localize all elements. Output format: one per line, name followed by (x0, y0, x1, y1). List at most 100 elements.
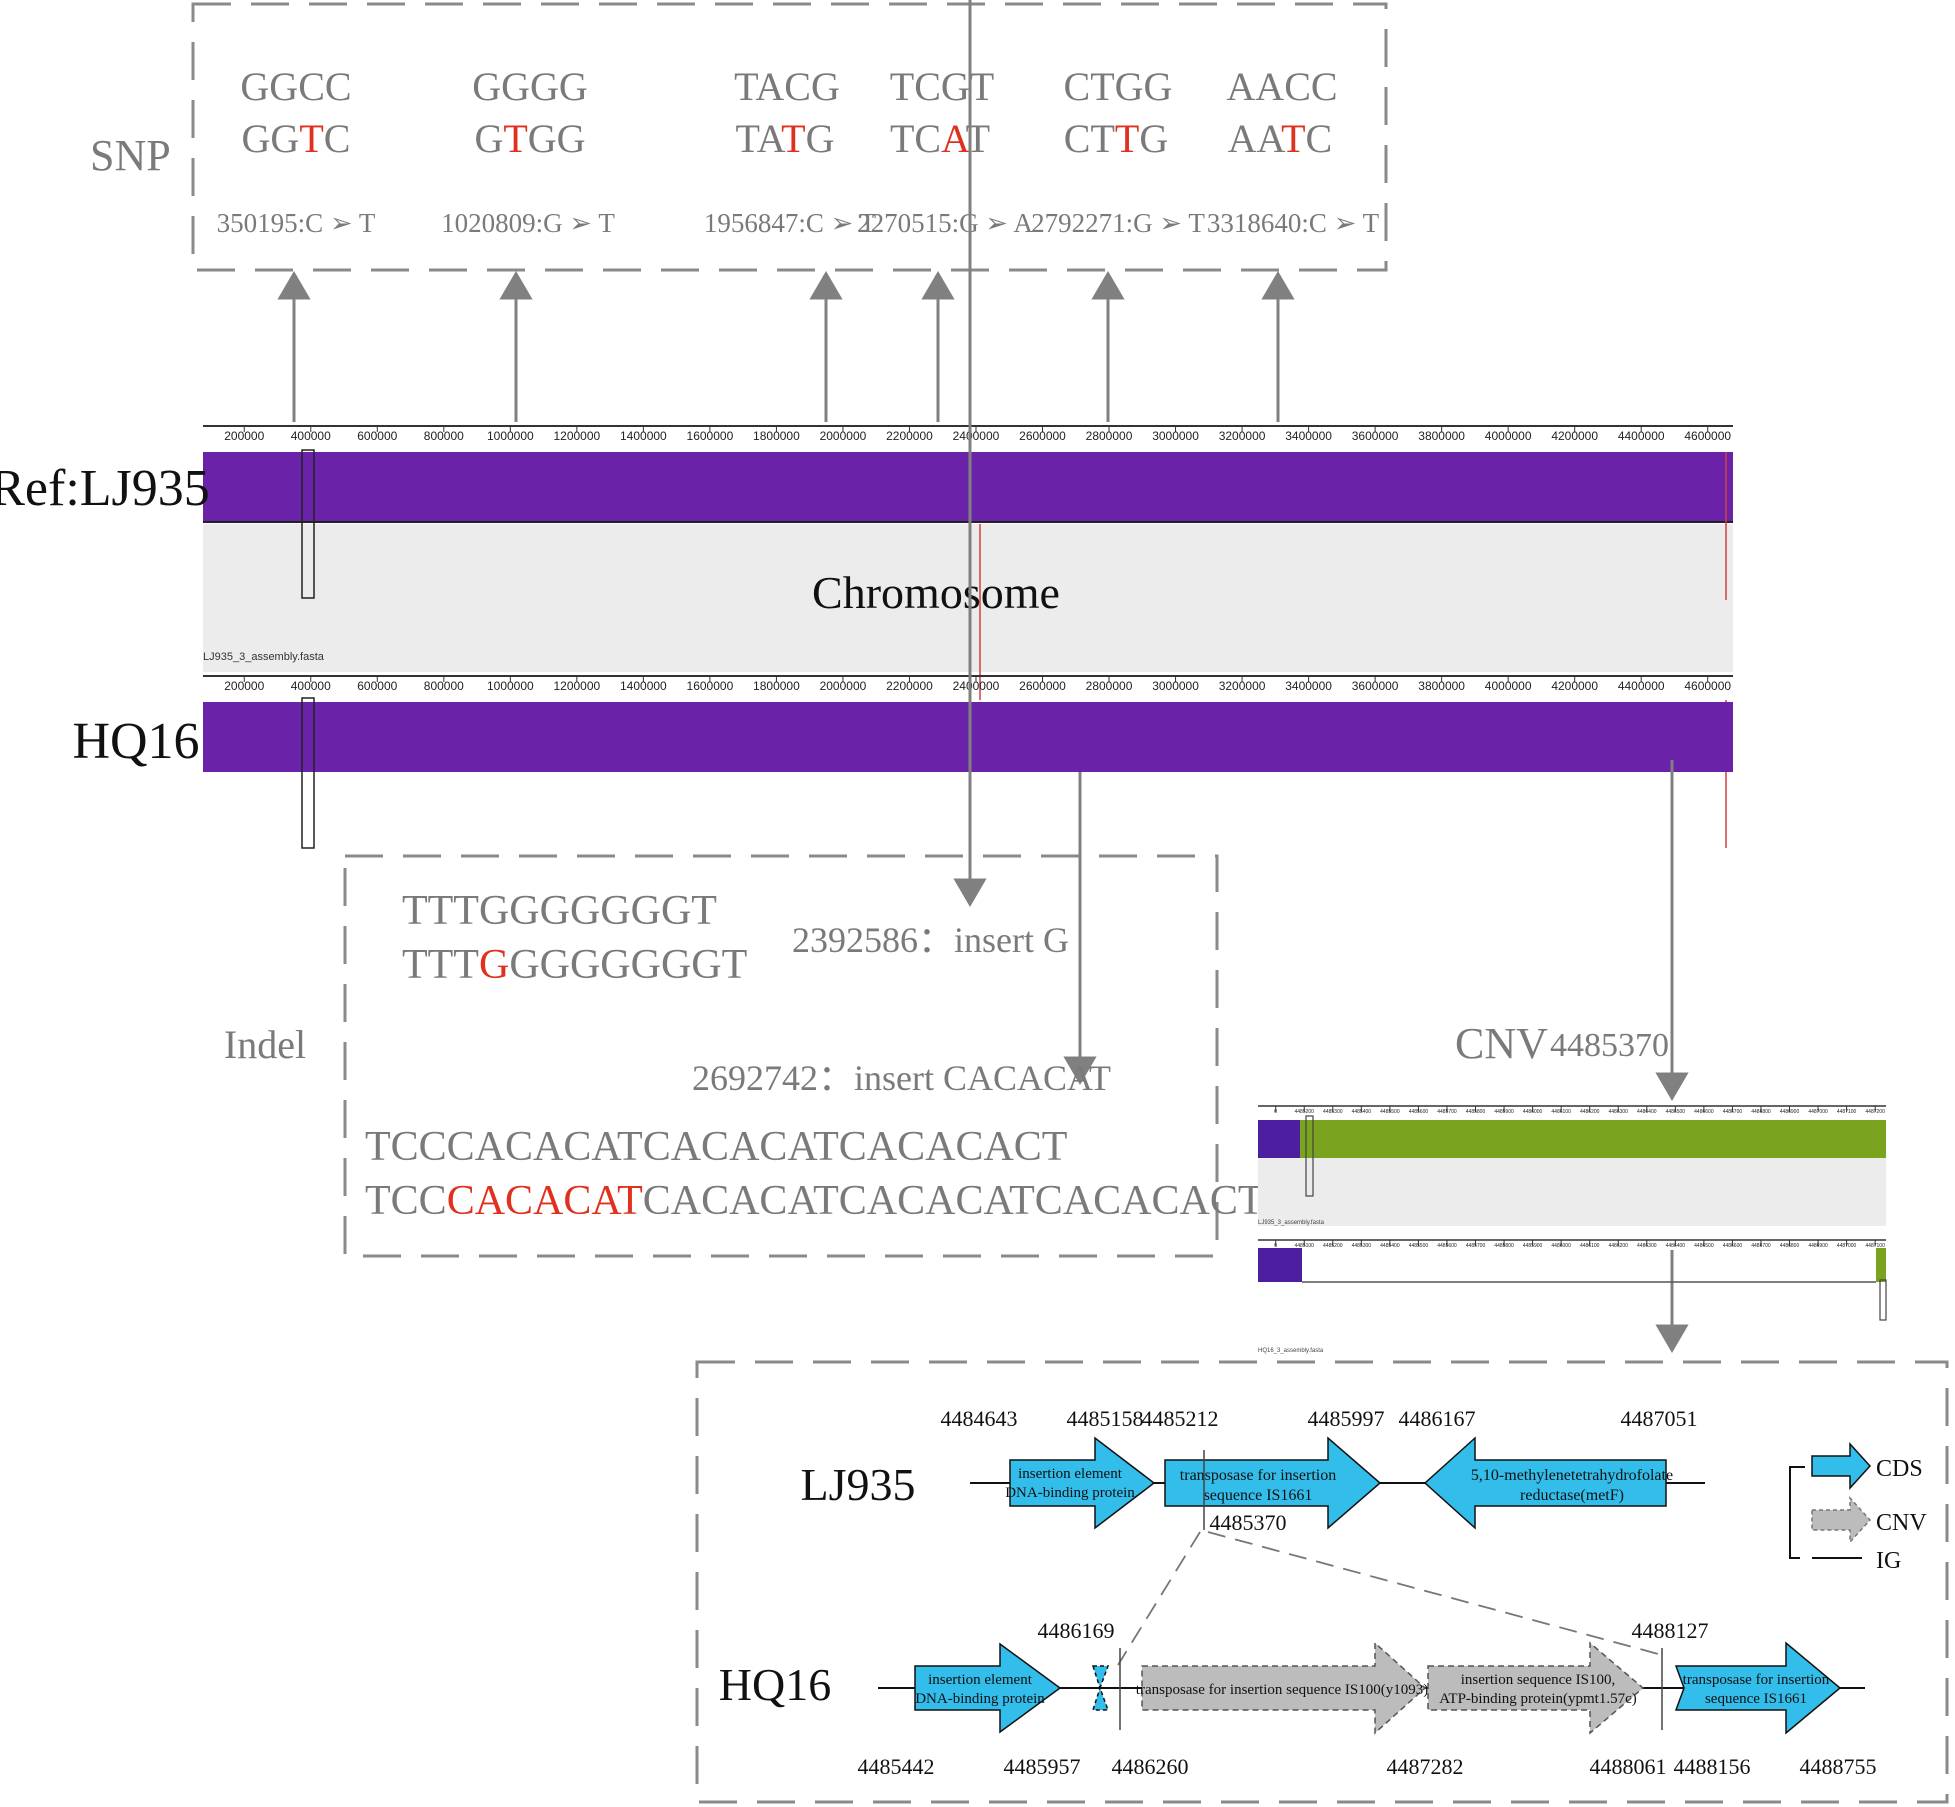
snp-position: 2792271:G ➢ T (1031, 208, 1205, 238)
ruler-tick-label: 2800000 (1086, 679, 1133, 693)
cnv-title: CNV (1455, 1019, 1548, 1068)
ruler-tick-label: 3600000 (1352, 679, 1399, 693)
lj935-label: LJ935 (801, 1459, 916, 1510)
ruler-tick-label: 4485100 (1295, 1243, 1315, 1249)
ruler-tick-label: 2600000 (1019, 679, 1066, 693)
ruler-tick-label: 2400000 (953, 679, 1000, 693)
ruler-tick-label: 1000000 (487, 429, 534, 443)
ruler-tick-label: 600000 (357, 429, 397, 443)
arrow-head-icon (1091, 271, 1125, 300)
ruler-tick-label: 4485800 (1466, 1109, 1486, 1115)
ruler-tick-label: 4486200 (1609, 1243, 1629, 1249)
arrow-head-icon (1655, 1072, 1689, 1101)
ruler-tick-label: 1200000 (553, 679, 600, 693)
lj-mid-pos: 4485370 (1210, 1510, 1287, 1535)
mini-purple-block (1258, 1248, 1302, 1282)
snp-item-4: TCGT TCAT 2270515:G ➢ A (857, 64, 1033, 238)
gene-label: sequence IS1661 (1705, 1691, 1807, 1707)
indel-panel: Indel TTTGGGGGGGT TTTGGGGGGGGT 2392586：i… (224, 854, 1264, 1258)
cnv-detail-panel: LJ935 4484643 4485158 4485212 4485997 44… (695, 1360, 1949, 1804)
mini-file-top: LJ935_3_assembly.fasta (1258, 1220, 1325, 1226)
mini-file-bottom: HQ16_3_assembly.fasta (1258, 1348, 1324, 1354)
snp-panel: SNP GGCC GGTC 350195:C ➢ T GGGG GTGG 102… (90, 2, 1388, 272)
indel-note-1: 2392586：insert G (792, 920, 1069, 960)
ruler-tick-label: 2200000 (886, 429, 933, 443)
ruler-tick-label: 4600000 (1684, 679, 1731, 693)
gene-label: transposase for insertion sequence IS100… (1136, 1682, 1428, 1698)
ruler-tick-label: 1600000 (687, 429, 734, 443)
indel-dashed-box (343, 854, 1219, 1258)
arrow-head-icon (1261, 271, 1295, 300)
hq-pos: 4485957 (1004, 1754, 1081, 1779)
ruler-tick-label: 400000 (291, 429, 331, 443)
arrow-head-icon (921, 271, 955, 300)
arrow-head-icon (953, 878, 987, 907)
legend-bracket (1789, 1466, 1805, 1559)
snp-alt-seq: GGTC (242, 116, 351, 161)
ruler-tick-label: 800000 (424, 429, 464, 443)
ruler-tick-label: 4487100 (1837, 1109, 1857, 1115)
ruler-tick-label: 4485700 (1437, 1109, 1457, 1115)
gene-label: insertion sequence IS100, (1461, 1672, 1616, 1688)
arrow-head-icon (1063, 1056, 1097, 1085)
hq16-genes: insertion element DNA-binding protein tr… (914, 1641, 1842, 1735)
ruler-tick-label: 600000 (357, 679, 397, 693)
ruler-tick-label: 4486400 (1666, 1243, 1686, 1249)
hq-pos: 4488156 (1674, 1754, 1751, 1779)
ruler-tick-label: 3400000 (1285, 429, 1332, 443)
indel-ref-seq-2: TCCCACACATCACACATCACACACT (365, 1124, 1067, 1170)
ruler-tick-label: 3200000 (1219, 429, 1266, 443)
snp-ref-seq: AACC (1226, 64, 1337, 109)
legend-cnv-icon (1811, 1496, 1872, 1544)
ruler-tick-label: 1200000 (553, 429, 600, 443)
snp-item-3: TACG TATG 1956847:C ➢ T (704, 64, 877, 238)
ruler-tick-label: 4487100 (1865, 1243, 1885, 1249)
hq16-positions: 4486169 4488127 4485442 4485957 4486260 … (858, 1618, 1877, 1779)
mini-region-box (1305, 1115, 1314, 1197)
ruler-tick-label: 4486900 (1808, 1243, 1828, 1249)
hq16-label: HQ16 (719, 1659, 831, 1710)
lj-pos: 4487051 (1621, 1406, 1698, 1431)
ruler-tick-label: 4200000 (1551, 679, 1598, 693)
ruler-tick-label: 4486900 (1780, 1109, 1800, 1115)
arrow-head-icon (277, 271, 311, 300)
lj935-genes: insertion element DNA-binding protein tr… (1005, 1436, 1673, 1530)
cds-gene-arrow (1674, 1641, 1842, 1735)
genome-alignment: 200000 400000 600000 800000 1000000 1200000 14… (0, 425, 1733, 849)
hq-top-pos: 4486169 (1038, 1618, 1115, 1643)
ruler-tick-label: 4486200 (1580, 1109, 1600, 1115)
ruler-tick-label: 4486000 (1551, 1243, 1571, 1249)
ruler-tick-label: 4486800 (1751, 1109, 1771, 1115)
legend-cds-label: CDS (1876, 1456, 1923, 1482)
lj-pos: 4484643 (941, 1406, 1018, 1431)
ruler-tick-label: 4485700 (1466, 1243, 1486, 1249)
ruler-tick-label: 4486000 (1523, 1109, 1543, 1115)
ruler-tick-label: 4486600 (1723, 1243, 1743, 1249)
hq-pos: 4487282 (1387, 1754, 1464, 1779)
ruler-tick-label: 4600000 (1684, 429, 1731, 443)
chromosome-label: Chromosome (812, 567, 1060, 618)
ruler-tick-label: 3600000 (1352, 429, 1399, 443)
lj-pos: 4485997 (1308, 1406, 1385, 1431)
gene-label: DNA-binding protein (1005, 1485, 1135, 1501)
mini-gap-area (1258, 1158, 1886, 1226)
ruler-tick-label: 2800000 (1086, 429, 1133, 443)
ruler-tick-label: 1400000 (620, 429, 667, 443)
ruler-tick-label: 3200000 (1219, 679, 1266, 693)
file-label: LJ935_3_assembly.fasta (203, 651, 325, 663)
snp-arrows (277, 271, 1295, 422)
ruler-tick-label: 4487000 (1808, 1109, 1828, 1115)
snp-item-2: GGGG GTGG 1020809:G ➢ T (441, 64, 615, 238)
ruler-tick-label: 2600000 (1019, 429, 1066, 443)
indel-alt-seq-2: TCCCACACATCACACATCACACATCACACACT (365, 1178, 1264, 1224)
ruler-tick-label: 4485200 (1323, 1243, 1343, 1249)
ruler-tick-label: 4485900 (1523, 1243, 1543, 1249)
snp-ref-seq: TCGT (890, 64, 994, 109)
ruler-tick-label: 4486300 (1609, 1109, 1629, 1115)
ruler-tick-label: 200000 (224, 679, 264, 693)
hq-pos: 4488755 (1800, 1754, 1877, 1779)
mini-region-box (1879, 1279, 1887, 1321)
